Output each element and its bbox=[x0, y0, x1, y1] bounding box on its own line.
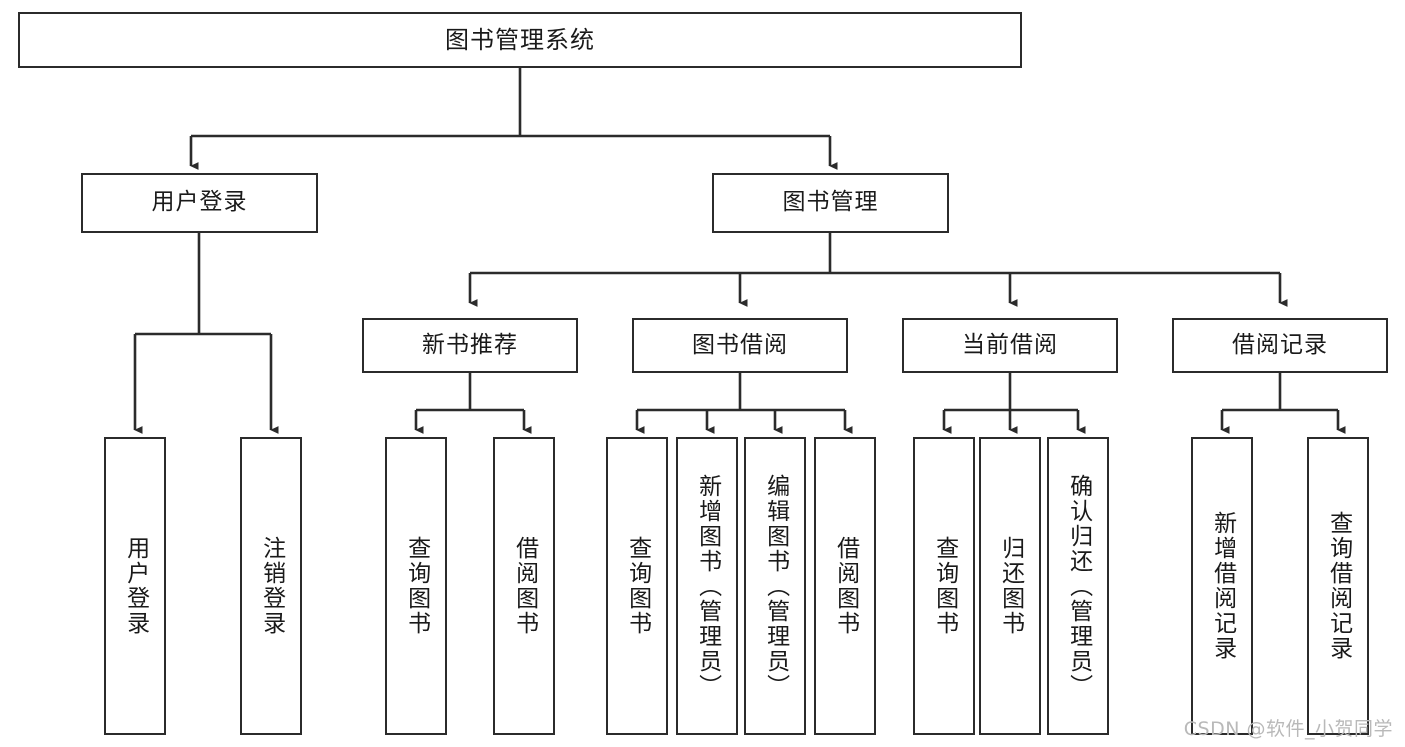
node-label: 借阅记录 bbox=[1232, 331, 1328, 358]
node-current-borrow[interactable]: 当前借阅 bbox=[902, 318, 1118, 373]
node-book-borrow[interactable]: 图书借阅 bbox=[632, 318, 848, 373]
node-label: 新书推荐 bbox=[422, 331, 518, 358]
leaf-label: 归还图书 bbox=[997, 536, 1024, 636]
leaf-user-login[interactable]: 用户登录 bbox=[104, 437, 166, 735]
leaf-label: 新增图书（管理员） bbox=[694, 473, 721, 699]
leaf-borrow-book-newbook[interactable]: 借阅图书 bbox=[493, 437, 555, 735]
leaf-label: 确认归还（管理员） bbox=[1065, 473, 1092, 699]
node-book-management[interactable]: 图书管理 bbox=[712, 173, 949, 233]
leaf-query-book-newbook[interactable]: 查询图书 bbox=[385, 437, 447, 735]
leaf-add-book-admin[interactable]: 新增图书（管理员） bbox=[676, 437, 738, 735]
leaf-logout-login[interactable]: 注销登录 bbox=[240, 437, 302, 735]
node-label: 图书管理系统 bbox=[445, 25, 595, 54]
leaf-return-book[interactable]: 归还图书 bbox=[979, 437, 1041, 735]
leaf-label: 借阅图书 bbox=[511, 536, 538, 636]
node-root-system[interactable]: 图书管理系统 bbox=[18, 12, 1022, 68]
node-borrow-record[interactable]: 借阅记录 bbox=[1172, 318, 1388, 373]
node-new-book-recommend[interactable]: 新书推荐 bbox=[362, 318, 578, 373]
node-label: 图书管理 bbox=[782, 189, 879, 216]
leaf-label: 查询图书 bbox=[931, 536, 958, 636]
leaf-query-book-borrow[interactable]: 查询图书 bbox=[606, 437, 668, 735]
leaf-label: 新增借阅记录 bbox=[1209, 511, 1236, 661]
node-label: 图书借阅 bbox=[692, 331, 788, 358]
leaf-borrow-book[interactable]: 借阅图书 bbox=[814, 437, 876, 735]
leaf-label: 查询借阅记录 bbox=[1325, 511, 1352, 661]
leaf-label: 用户登录 bbox=[122, 536, 149, 636]
node-user-login[interactable]: 用户登录 bbox=[81, 173, 318, 233]
leaf-label: 注销登录 bbox=[258, 536, 285, 636]
leaf-query-borrow-record[interactable]: 查询借阅记录 bbox=[1307, 437, 1369, 735]
leaf-query-book-current[interactable]: 查询图书 bbox=[913, 437, 975, 735]
leaf-add-borrow-record[interactable]: 新增借阅记录 bbox=[1191, 437, 1253, 735]
leaf-confirm-return-admin[interactable]: 确认归还（管理员） bbox=[1047, 437, 1109, 735]
leaf-label: 查询图书 bbox=[403, 536, 430, 636]
node-label: 当前借阅 bbox=[962, 331, 1058, 358]
leaf-label: 借阅图书 bbox=[832, 536, 859, 636]
leaf-edit-book-admin[interactable]: 编辑图书（管理员） bbox=[744, 437, 806, 735]
leaf-label: 查询图书 bbox=[624, 536, 651, 636]
leaf-label: 编辑图书（管理员） bbox=[762, 473, 789, 699]
node-label: 用户登录 bbox=[151, 189, 248, 216]
csdn-watermark: CSDN @软件_小贺同学 bbox=[1183, 718, 1393, 740]
